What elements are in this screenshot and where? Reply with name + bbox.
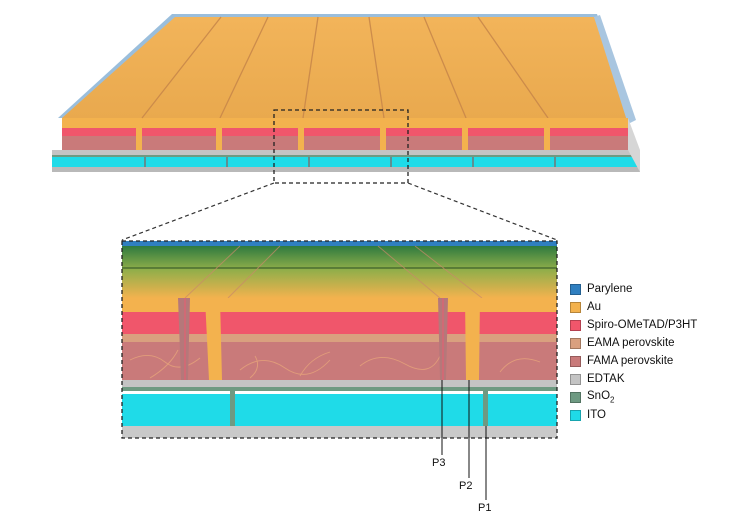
legend-item: Spiro-OMeTAD/P3HT	[570, 316, 697, 334]
zoom-p1-scribes	[230, 391, 488, 426]
module-front-edtak	[52, 150, 640, 155]
legend-label: Parylene	[587, 283, 633, 295]
module-front-glass	[52, 167, 640, 172]
legend-label: SnO2	[587, 389, 615, 405]
module-front-ito	[52, 157, 640, 167]
zoom-p2-scribes	[205, 298, 480, 380]
fama-swatch	[570, 355, 581, 367]
spiro-swatch	[570, 319, 581, 331]
module-top-face	[62, 17, 628, 118]
module-front-spiro	[62, 128, 628, 136]
zoom-sno2	[122, 387, 557, 391]
zoom-au	[122, 298, 557, 312]
parylene-swatch	[570, 283, 581, 295]
legend-label-subscript: 2	[610, 395, 615, 405]
zoom-ito	[122, 394, 557, 426]
au-swatch	[570, 301, 581, 313]
legend-item: EDTAK	[570, 370, 697, 388]
ito-swatch	[570, 409, 581, 421]
module-substrate-side	[628, 118, 640, 172]
legend-label: Au	[587, 301, 602, 313]
zoom-frame	[121, 240, 558, 439]
legend-label: EDTAK	[587, 373, 625, 385]
legend-item: ITO	[570, 406, 697, 424]
module-front-sno2	[52, 155, 640, 157]
zoom-grain-boundaries	[129, 349, 541, 379]
legend-item: Parylene	[570, 280, 697, 298]
legend-label: Spiro-OMeTAD/P3HT	[587, 319, 698, 331]
callout-p2: P2	[459, 480, 473, 492]
module-front-scribes	[136, 118, 550, 150]
edtak-swatch	[570, 373, 581, 385]
callout-p1: P1	[478, 502, 492, 514]
callout-p3: P3	[432, 457, 446, 469]
sno2-swatch	[570, 391, 581, 403]
module-overview	[52, 14, 640, 184]
module-scribe-lines	[141, 16, 549, 119]
legend-item: FAMA perovskite	[570, 352, 697, 370]
zoom-region-box	[273, 109, 409, 184]
zoom-spiro	[122, 312, 557, 334]
zoom-parylene	[122, 241, 557, 246]
legend-item: Au	[570, 298, 697, 316]
callout-lines	[441, 380, 487, 500]
zoom-p3-scribes	[178, 298, 448, 380]
zoom-fama	[122, 342, 557, 380]
legend-item: EAMA perovskite	[570, 334, 697, 352]
legend-item: SnO2	[570, 388, 697, 406]
legend-label: ITO	[587, 409, 606, 421]
module-front-perovskite	[62, 136, 628, 150]
zoom-connector-lines	[121, 182, 558, 241]
legend-label: FAMA perovskite	[587, 355, 674, 367]
zoom-edtak	[122, 380, 557, 387]
zoom-glass	[122, 426, 557, 438]
module-ito-gaps	[144, 157, 556, 167]
eama-swatch	[570, 337, 581, 349]
module-right-side	[594, 15, 636, 124]
zoomed-cross-section	[121, 240, 558, 500]
legend-label: EAMA perovskite	[587, 337, 675, 349]
zoom-eama	[122, 334, 557, 342]
zoom-top-face	[122, 246, 557, 298]
module-front-au	[62, 118, 628, 128]
